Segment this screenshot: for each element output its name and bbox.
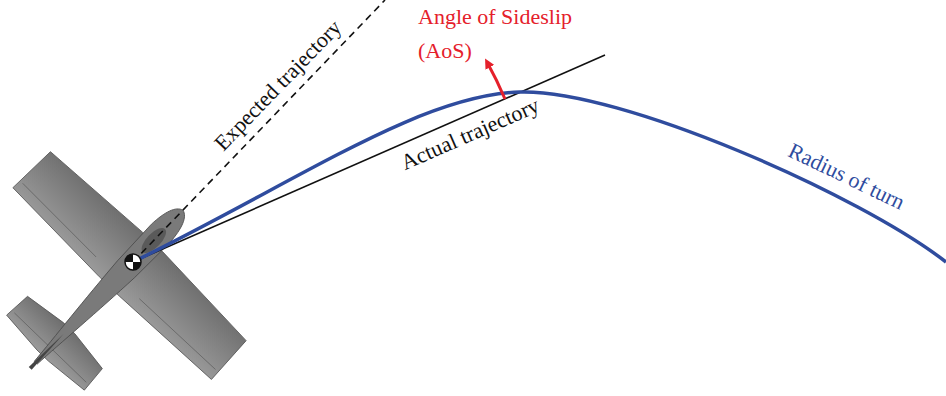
line-label: Expected trajectory <box>209 14 347 156</box>
expected-line <box>133 0 385 262</box>
cg-symbol <box>125 254 141 270</box>
sideslip-arrow <box>487 62 505 99</box>
airplane <box>0 114 282 396</box>
curve-label: Radius of turn <box>784 138 909 216</box>
actual-line <box>133 55 605 262</box>
angle-label: Angle of Sideslip (AoS) <box>418 0 603 68</box>
line-label: Actual trajectory <box>397 92 544 176</box>
